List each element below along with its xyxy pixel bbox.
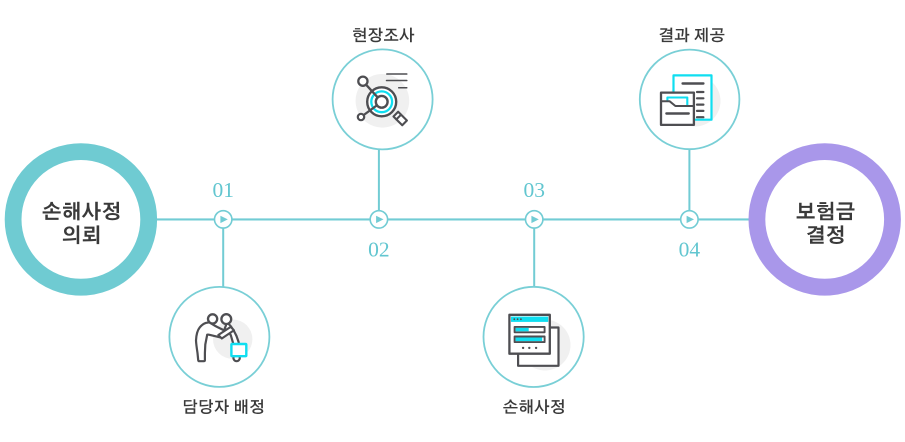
svg-text:02: 02 bbox=[368, 237, 390, 261]
svg-text:04: 04 bbox=[679, 237, 701, 261]
svg-text:01: 01 bbox=[212, 178, 234, 202]
svg-text:03: 03 bbox=[523, 178, 545, 202]
